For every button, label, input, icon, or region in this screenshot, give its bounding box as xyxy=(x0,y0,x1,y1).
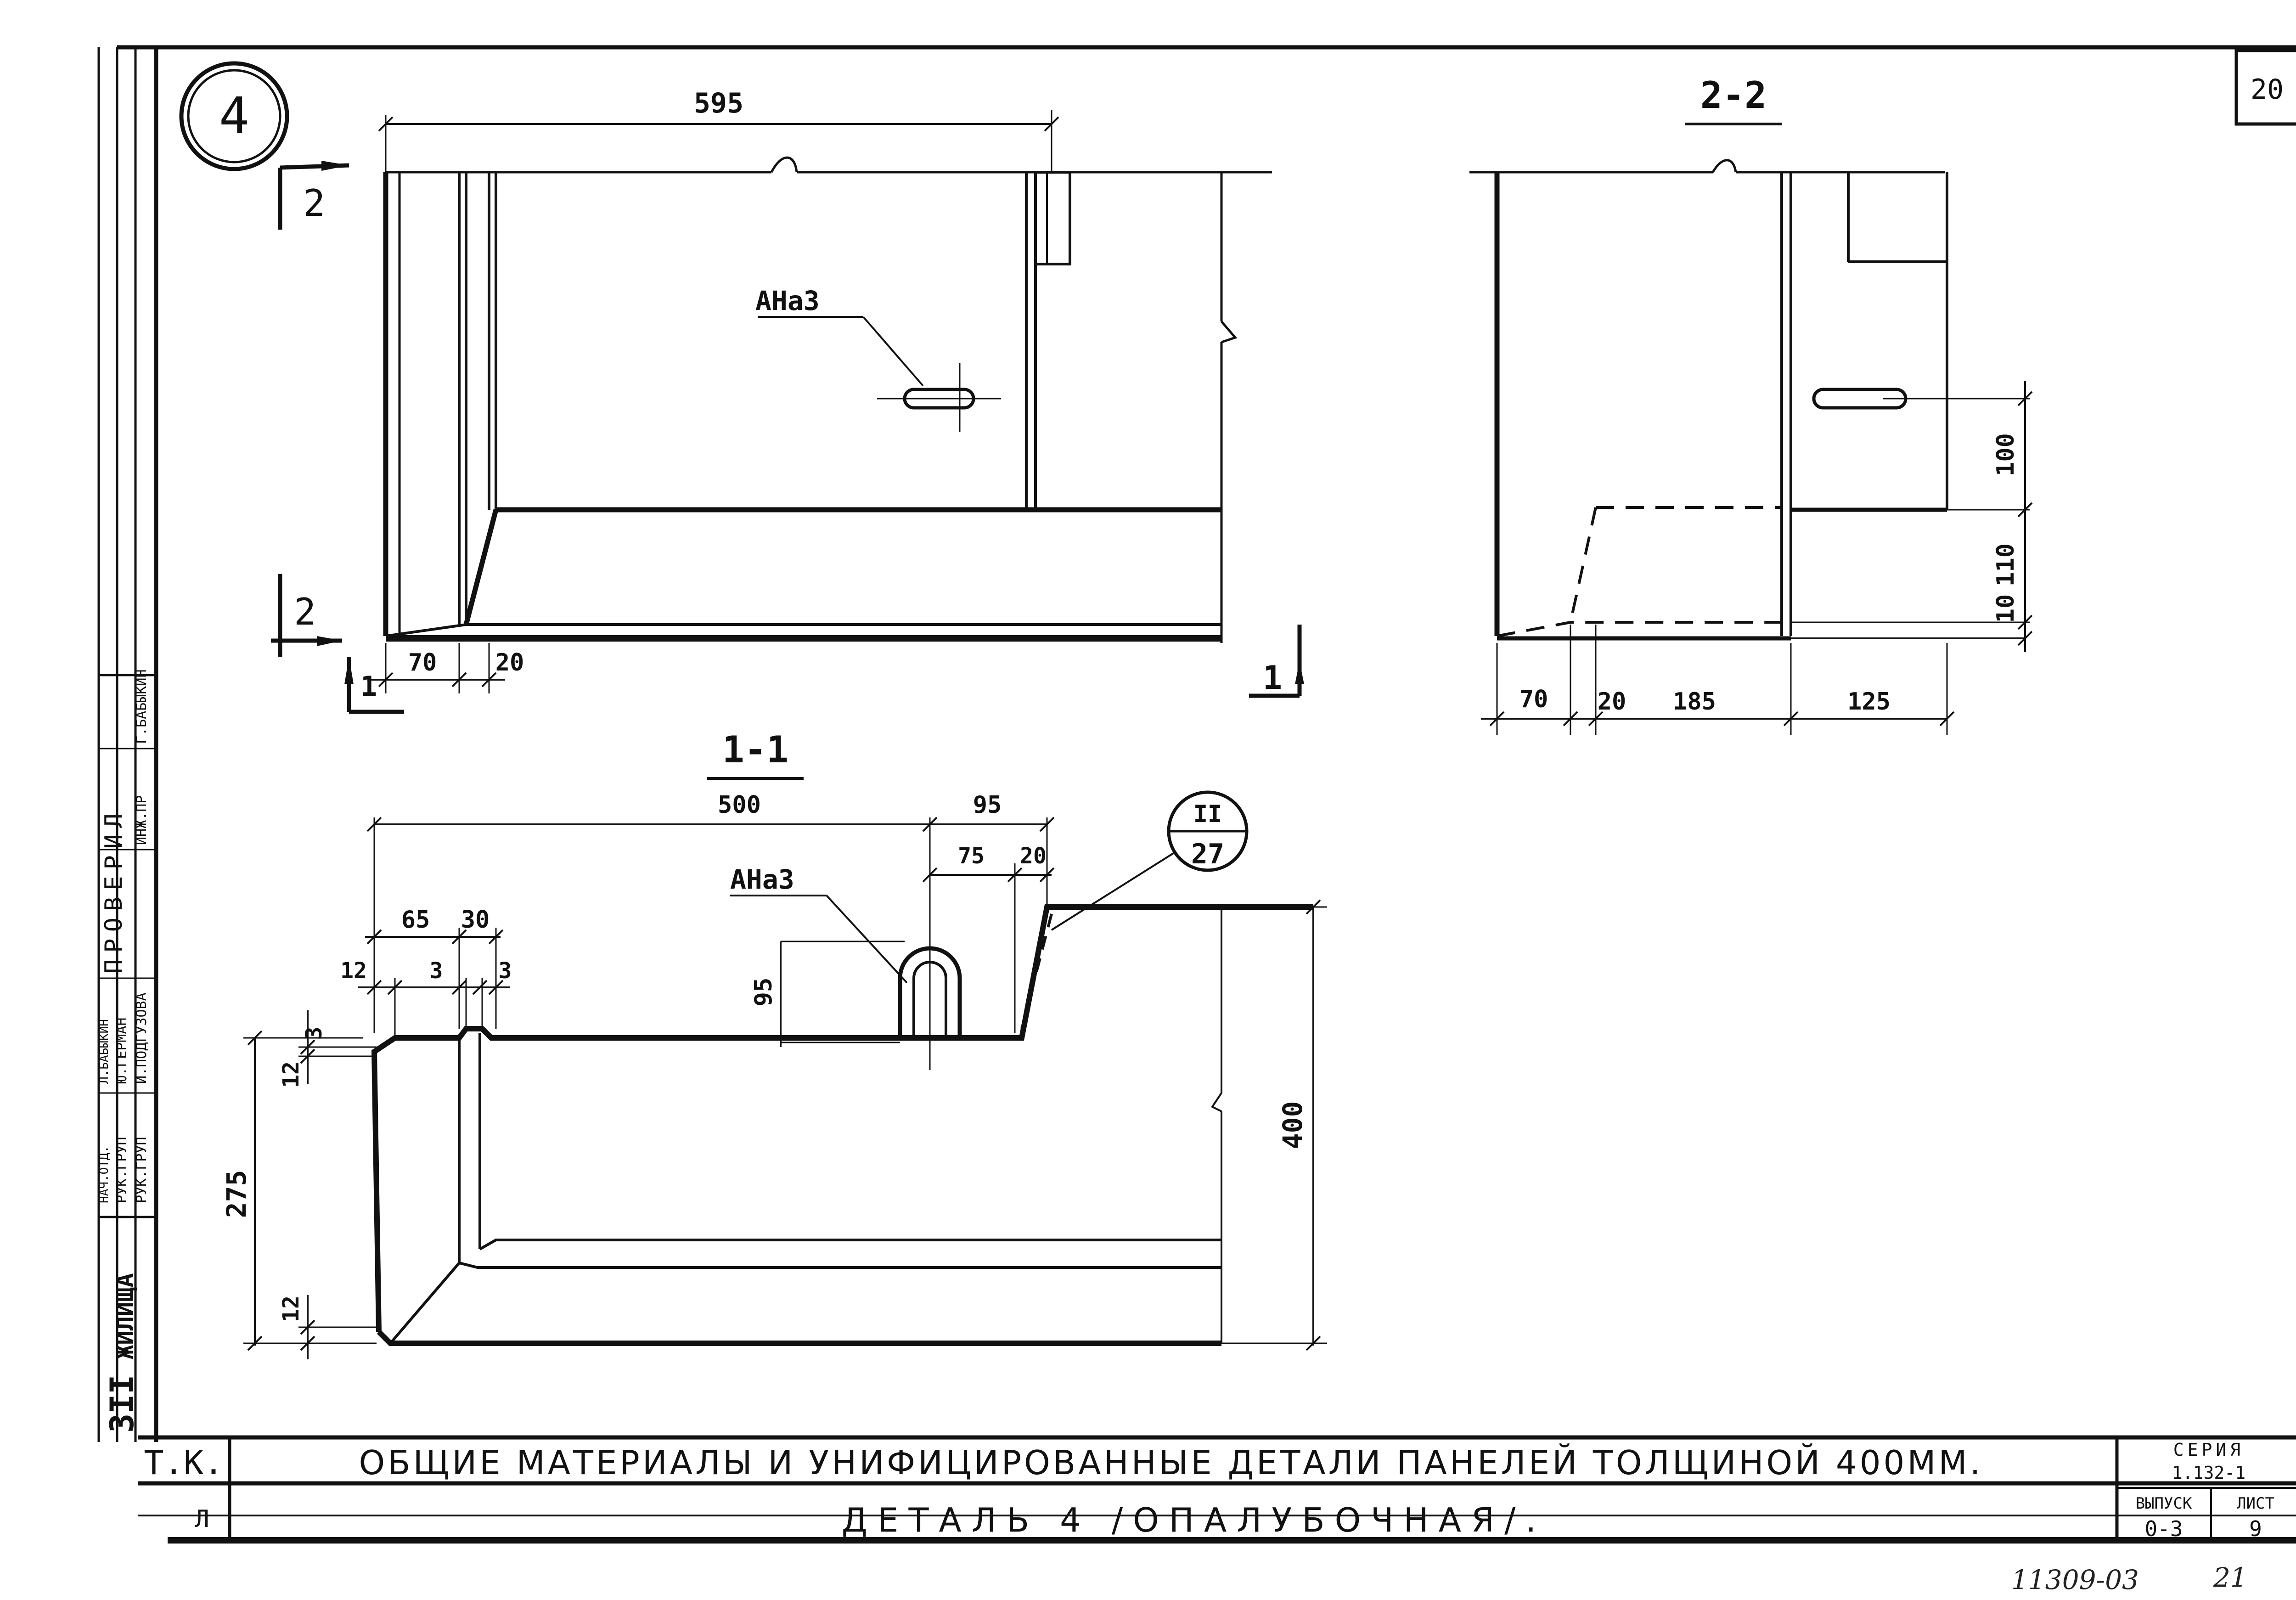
dim-20-top: 20 xyxy=(495,649,524,676)
dim-400: 400 xyxy=(1277,1101,1308,1149)
dim-12-top: 12 xyxy=(278,1061,304,1088)
dim-500: 500 xyxy=(718,791,761,819)
main-title: ОБЩИЕ МАТЕРИАЛЫ И УНИФИЦИРОВАННЫЕ ДЕТАЛИ… xyxy=(359,1443,1983,1482)
dim-100: 100 xyxy=(1992,433,2020,476)
left-code-bottom: Л xyxy=(195,1505,209,1533)
dim-185: 185 xyxy=(1673,688,1716,715)
sheet-number-box: 20 xyxy=(2234,49,2296,126)
section-1-1: 1-1 АНа3 95 II 27 xyxy=(221,728,1327,1359)
stamp-row-1-role: НАЧ.ОТД. xyxy=(97,1146,111,1203)
dim-20-section: 20 xyxy=(1020,843,1047,869)
section-mark-2-bottom: 2 xyxy=(294,591,316,633)
series-value: 1.132-1 xyxy=(2172,1463,2245,1483)
dim-70-top: 70 xyxy=(408,649,437,676)
stamp-org-word: ЖИЛИЩА xyxy=(112,1273,139,1359)
dim-10: 10 xyxy=(1992,594,2020,623)
stamp-row-2-name: Ю.ГЕРМАН xyxy=(114,1018,130,1084)
dim-595: 595 xyxy=(694,87,743,119)
issue-label: ВЫПУСК xyxy=(2136,1494,2192,1513)
dim-12-left: 12 xyxy=(340,958,367,984)
handwritten-code: 11309-03 xyxy=(2011,1564,2139,1595)
dim-3-side: 3 xyxy=(301,1027,327,1040)
stamp-row-4-name: Г.БАБЫКИН xyxy=(134,669,150,744)
dim-110: 110 xyxy=(1992,543,2020,586)
sheet-label: ЛИСТ xyxy=(2237,1494,2274,1513)
section-2-2: 2-2 100 110 10 xyxy=(1469,74,2033,735)
stamp-org-letters: ЗII xyxy=(103,1375,141,1433)
sheet-value: 9 xyxy=(2249,1516,2262,1541)
side-stamp: ЗII ЖИЛИЩА НАЧ.ОТД. Л.БАБЫКИН РУК.ГРУП Ю… xyxy=(97,47,156,1442)
dim-75: 75 xyxy=(958,843,985,869)
stamp-row-3-name: И.ПОДГУЗОВА xyxy=(134,992,150,1084)
section-mark-2-top: 2 xyxy=(303,182,325,225)
stamp-row-2-role: РУК.ГРУП xyxy=(114,1137,130,1204)
sheet-number: 20 xyxy=(2251,73,2284,106)
dim-12-bottom: 12 xyxy=(278,1296,304,1322)
dim-30: 30 xyxy=(461,906,490,934)
rebar-label: АНа3 xyxy=(755,285,820,316)
dim-3-b: 3 xyxy=(499,958,512,984)
stamp-row-4-role: ИНЖ.ПР xyxy=(134,795,150,845)
section-2-2-title: 2-2 xyxy=(1700,74,1767,117)
callout-bottom: 27 xyxy=(1191,838,1224,870)
handwritten-page: 21 xyxy=(2213,1562,2247,1593)
dim-125: 125 xyxy=(1847,688,1891,715)
callout-top: II xyxy=(1193,800,1222,828)
top-view: АНа3 595 2 2 1 1 70 20 xyxy=(271,87,1304,714)
detail-marker-number: 4 xyxy=(219,86,249,145)
section-1-1-title: 1-1 xyxy=(722,728,789,771)
dim-3-a: 3 xyxy=(430,958,443,984)
dim-95-top: 95 xyxy=(973,791,1002,819)
dim-70: 70 xyxy=(1519,686,1548,713)
dim-95-side: 95 xyxy=(750,978,777,1007)
dim-65: 65 xyxy=(401,906,430,934)
stamp-row-3-role: РУК.ГРУП xyxy=(134,1137,150,1204)
dim-20: 20 xyxy=(1598,688,1626,715)
stamp-row-1-name: Л.БАБЫКИН xyxy=(97,1019,111,1084)
left-code-top: Т.К. xyxy=(144,1443,223,1482)
sub-title: ДЕТАЛЬ 4 /ОПАЛУБОЧНАЯ/. xyxy=(842,1501,1546,1539)
section-mark-1-right: 1 xyxy=(1263,659,1282,697)
issue-value: 0-3 xyxy=(2144,1516,2183,1541)
dim-275: 275 xyxy=(221,1170,252,1218)
detail-marker: 4 xyxy=(179,61,289,171)
series-label: СЕРИЯ xyxy=(2173,1440,2244,1460)
sheet-frame xyxy=(117,45,2296,1544)
title-block: Т.К. Л ОБЩИЕ МАТЕРИАЛЫ И УНИФИЦИРОВАННЫЕ… xyxy=(144,1440,2274,1541)
stamp-checked-label: ПРОВЕРИЛ xyxy=(100,807,128,974)
section-mark-1-left: 1 xyxy=(360,670,377,703)
rebar-label-1-1: АНа3 xyxy=(730,864,794,895)
